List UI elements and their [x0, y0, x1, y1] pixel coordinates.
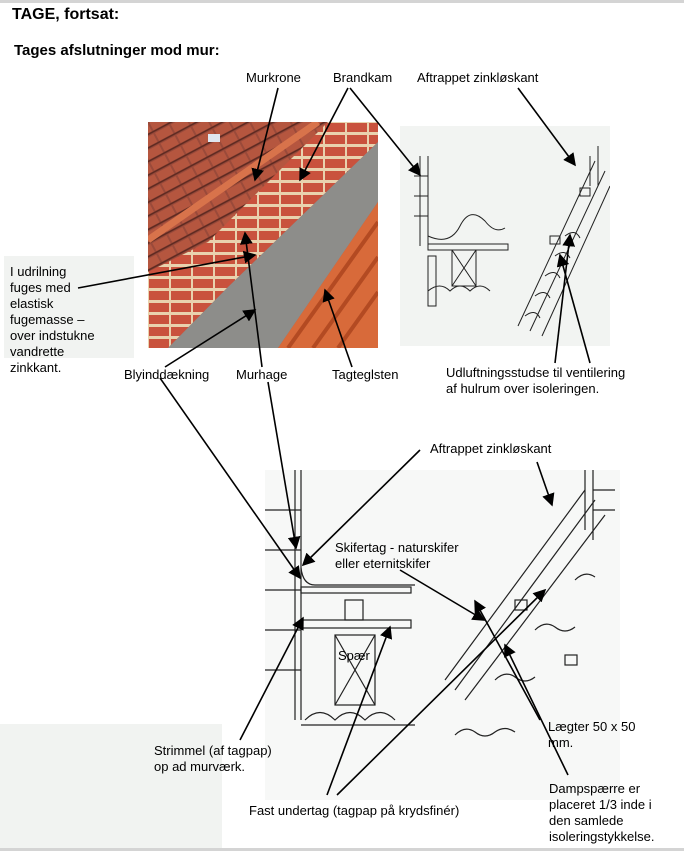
label-fast-undertag: Fast undertag (tagpap på krydsfinér)	[249, 803, 460, 818]
label-udluftningsstudse: Udluftningsstudse til ventilering af hul…	[446, 365, 626, 396]
label-aftrappet-zinkloskant-top: Aftrappet zinkløskant	[417, 70, 539, 85]
label-spaer: Spær	[338, 648, 370, 663]
section-title: Tages afslutninger mod mur:	[14, 42, 220, 59]
label-udrilning-note: I udrilning fuges med elastisk fugemasse…	[10, 264, 95, 375]
label-dampspaerre: Dampspærre er placeret 1/3 inde i den sa…	[549, 781, 655, 844]
label-murkrone: Murkrone	[246, 70, 301, 85]
label-strimmel: Strimmel (af tagpap) op ad murværk.	[154, 743, 272, 774]
top-border	[0, 0, 684, 3]
label-blyinddaekning: Blyinddækning	[124, 367, 210, 382]
page-title: TAGE, fortsat:	[12, 6, 120, 23]
label-laegter: Lægter 50 x 50 mm.	[548, 719, 636, 750]
drawing-background-bottom-left	[0, 724, 222, 850]
roof-wall-photo	[148, 122, 378, 348]
roof-section-drawing-top	[400, 126, 610, 346]
label-brandkam: Brandkam	[333, 70, 393, 85]
bottom-border	[0, 848, 684, 851]
label-aftrappet-zinkloskant-mid: Aftrappet zinkløskant	[430, 441, 552, 456]
label-tagteglsten: Tagteglsten	[332, 367, 399, 382]
label-skifertag: Skifertag - naturskifer eller eternitski…	[335, 540, 459, 571]
label-murhage: Murhage	[236, 367, 288, 382]
